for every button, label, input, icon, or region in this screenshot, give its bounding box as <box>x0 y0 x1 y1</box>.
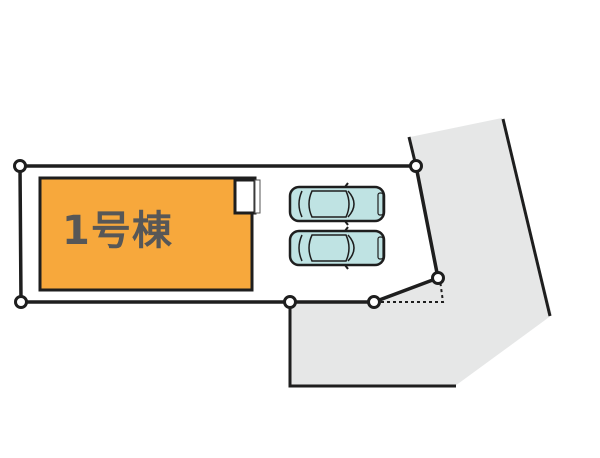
parking-spaces <box>288 182 386 270</box>
building-1 <box>38 176 261 292</box>
car-windshield-front <box>347 190 355 218</box>
setback-line <box>375 279 445 303</box>
road-right <box>290 118 552 386</box>
road-edge-right <box>501 118 552 317</box>
car-front-bumper <box>377 192 384 216</box>
building-entrance <box>233 178 257 215</box>
boundary-point-bottom-left <box>14 295 28 309</box>
car-mirror-bottom <box>344 264 349 270</box>
car-windshield-rear <box>298 190 303 218</box>
car-mirror-bottom <box>344 220 349 226</box>
car-mirror-top <box>344 182 349 188</box>
boundary-point-top-right <box>409 159 423 173</box>
car-1 <box>288 182 386 226</box>
car-windshield-rear <box>298 234 303 262</box>
car-roof <box>308 190 350 218</box>
building-label: 1号棟 <box>62 208 173 254</box>
entrance-step <box>254 179 261 214</box>
car-windshield-front <box>347 234 355 262</box>
car-mirror-top <box>344 226 349 232</box>
boundary-point-bottom-mid <box>283 295 297 309</box>
lower-lot-edge <box>288 303 456 388</box>
boundary-point-top-left <box>13 159 27 173</box>
boundary-point-right <box>431 271 445 285</box>
car-roof <box>308 234 350 262</box>
road-area <box>290 118 552 386</box>
car-2 <box>288 226 386 270</box>
car-front-bumper <box>377 236 384 260</box>
boundary-point-bottom-mid-right <box>367 295 381 309</box>
boundary-markers <box>13 159 445 309</box>
